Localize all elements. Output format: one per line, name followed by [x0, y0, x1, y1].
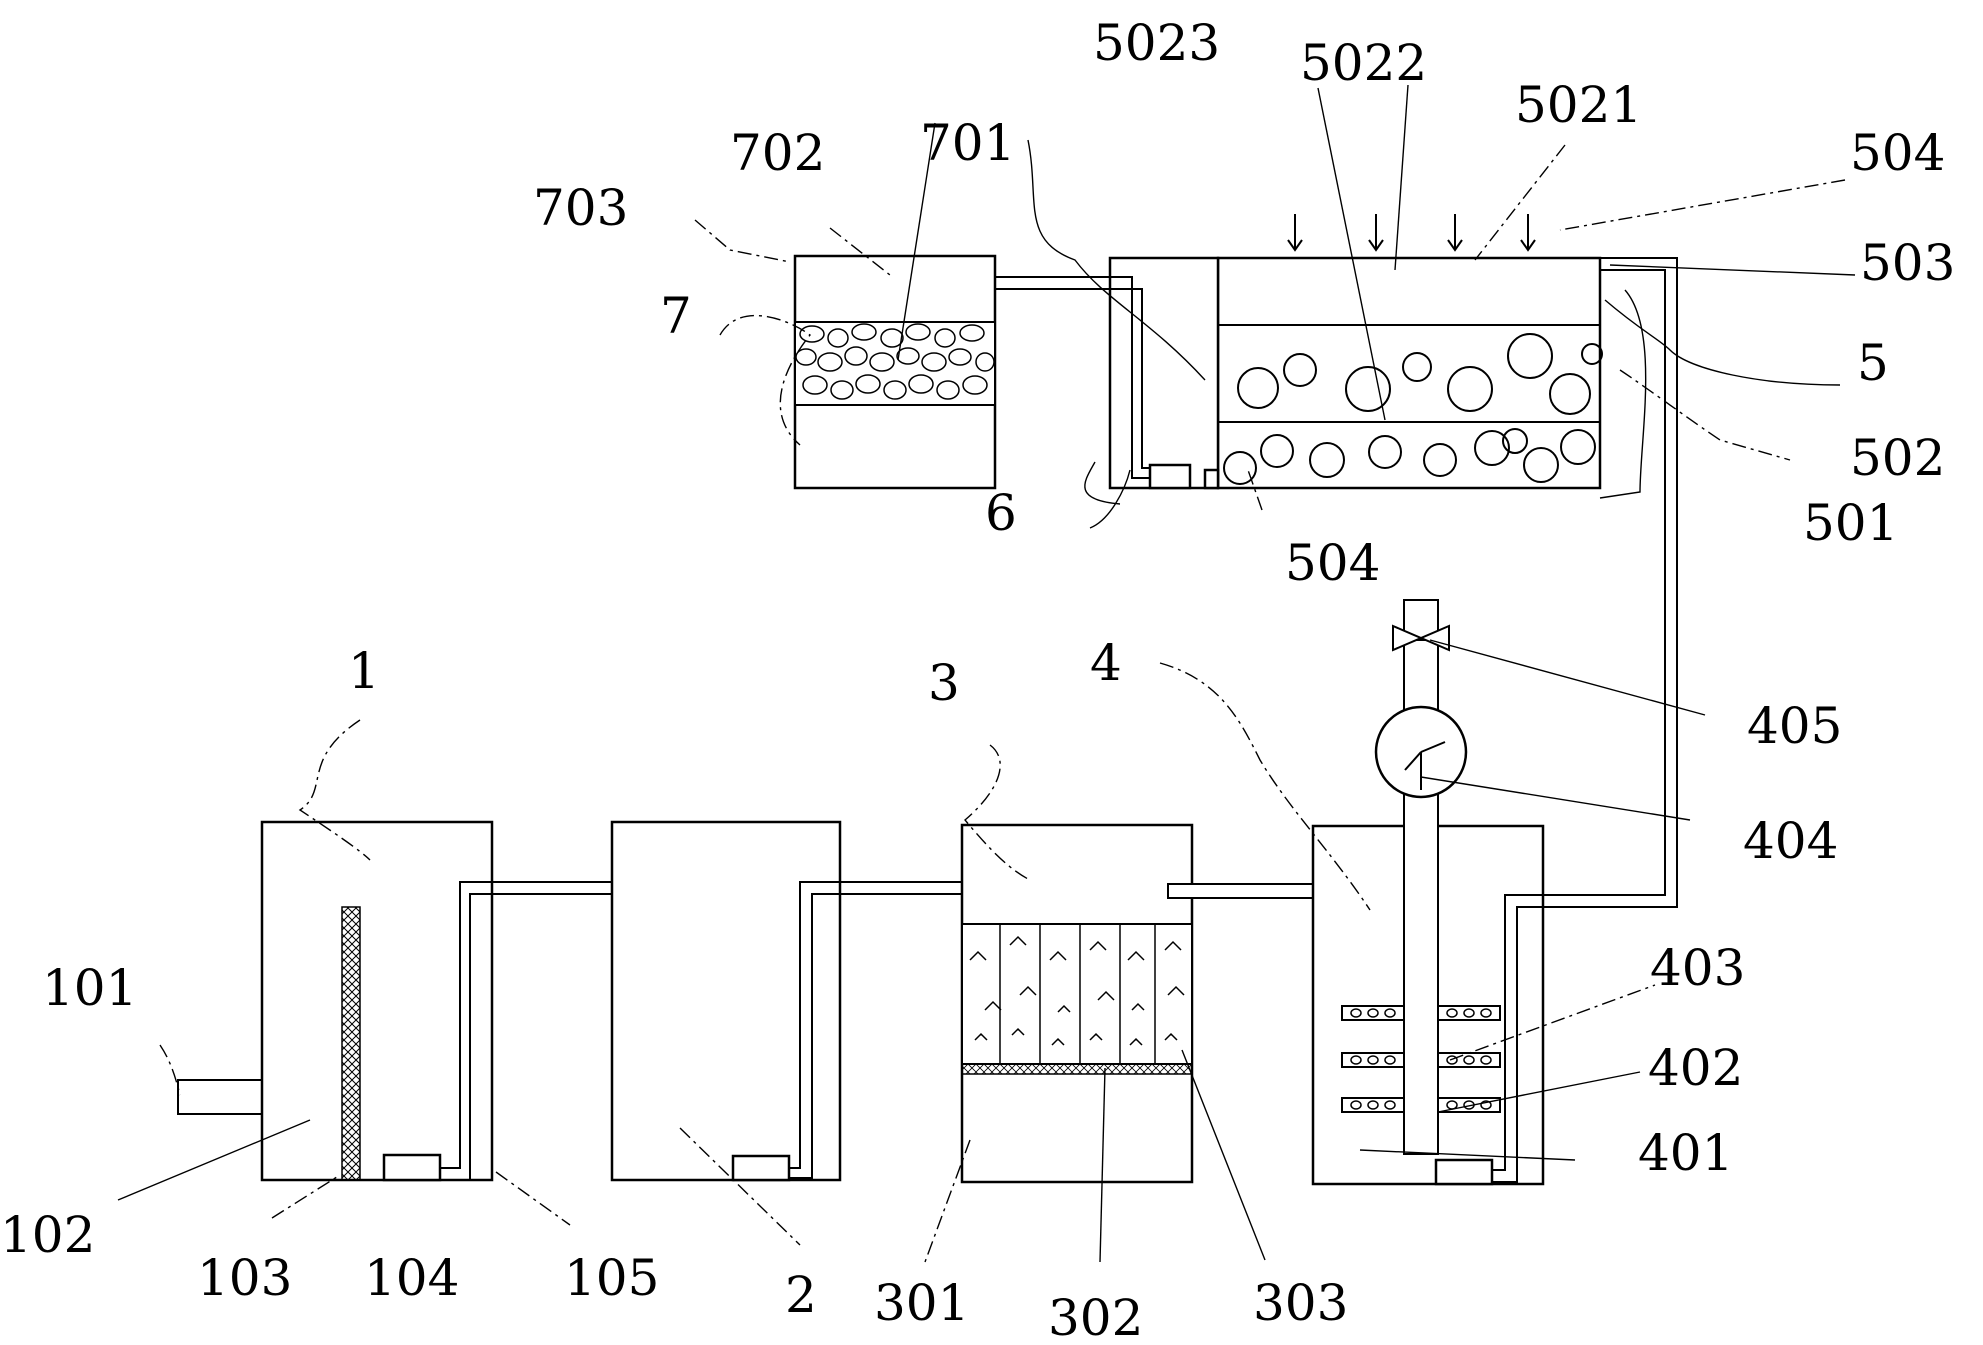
- label-703: 703: [533, 179, 628, 237]
- label-105: 105: [564, 1249, 659, 1307]
- label-701: 701: [920, 114, 1015, 172]
- label-104: 104: [364, 1249, 459, 1307]
- label-401: 401: [1638, 1124, 1733, 1182]
- label-504-bottom: 504: [1285, 534, 1380, 592]
- unit-5-body: [1216, 256, 1602, 490]
- pump-2: [731, 1154, 791, 1182]
- unit-5: [1216, 214, 1603, 490]
- label-504-top: 504: [1850, 124, 1945, 182]
- label-702: 702: [730, 124, 825, 182]
- filter-media: [961, 923, 1193, 1065]
- valve: [1392, 624, 1450, 652]
- pipe-105: [440, 881, 612, 1181]
- pump-104: [382, 1153, 442, 1182]
- label-3: 3: [928, 654, 960, 712]
- label-103: 103: [197, 1249, 292, 1307]
- label-403: 403: [1650, 939, 1745, 997]
- label-501: 501: [1803, 494, 1898, 552]
- tank-4: [1311, 599, 1545, 1186]
- screen-plate: [341, 906, 361, 1181]
- label-502: 502: [1850, 429, 1945, 487]
- label-101: 101: [42, 959, 137, 1017]
- label-303: 303: [1253, 1274, 1348, 1332]
- pump-6: [1148, 463, 1192, 490]
- tank-2: [610, 820, 842, 1182]
- label-402: 402: [1648, 1039, 1743, 1097]
- label-302: 302: [1048, 1289, 1143, 1345]
- labels: 1 101 102 103 104 105 2 3 301 302 303 4 …: [0, 14, 1955, 1345]
- aerator-arms: [1341, 1005, 1501, 1113]
- pump-504-bottom: [1203, 468, 1220, 490]
- unit-7: [793, 254, 997, 490]
- label-5021: 5021: [1515, 76, 1642, 134]
- label-5023: 5023: [1093, 14, 1220, 72]
- unit-6: [956, 256, 1220, 490]
- pipe-3-4: [1167, 883, 1314, 899]
- filter-media-columns: [969, 924, 1185, 1064]
- tank-1: [177, 820, 494, 1182]
- tank-2-body: [610, 820, 842, 1182]
- label-404: 404: [1743, 812, 1838, 870]
- label-5: 5: [1857, 334, 1889, 392]
- unit-5-media: [1223, 333, 1603, 485]
- label-301: 301: [874, 1274, 969, 1332]
- mesh-layer: [961, 1063, 1193, 1075]
- label-503: 503: [1860, 234, 1955, 292]
- pipe-4-5: [1492, 257, 1678, 1183]
- label-6: 6: [985, 484, 1017, 542]
- leader-lines: [117, 84, 1856, 1263]
- label-7: 7: [660, 287, 692, 345]
- label-4: 4: [1090, 634, 1122, 692]
- gravel: [795, 323, 995, 400]
- tank-3: [960, 823, 1194, 1184]
- pipe-2-3: [789, 881, 965, 1179]
- label-2: 2: [785, 1266, 817, 1324]
- tank-1-body: [260, 820, 494, 1182]
- top-nozzles: [1287, 214, 1536, 252]
- label-1: 1: [348, 642, 380, 700]
- unit-6-body: [1108, 256, 1220, 490]
- label-405: 405: [1747, 697, 1842, 755]
- label-102: 102: [0, 1206, 95, 1264]
- inlet-pipe: [177, 1079, 263, 1115]
- pump-401: [1434, 1158, 1494, 1186]
- label-5022: 5022: [1300, 34, 1427, 92]
